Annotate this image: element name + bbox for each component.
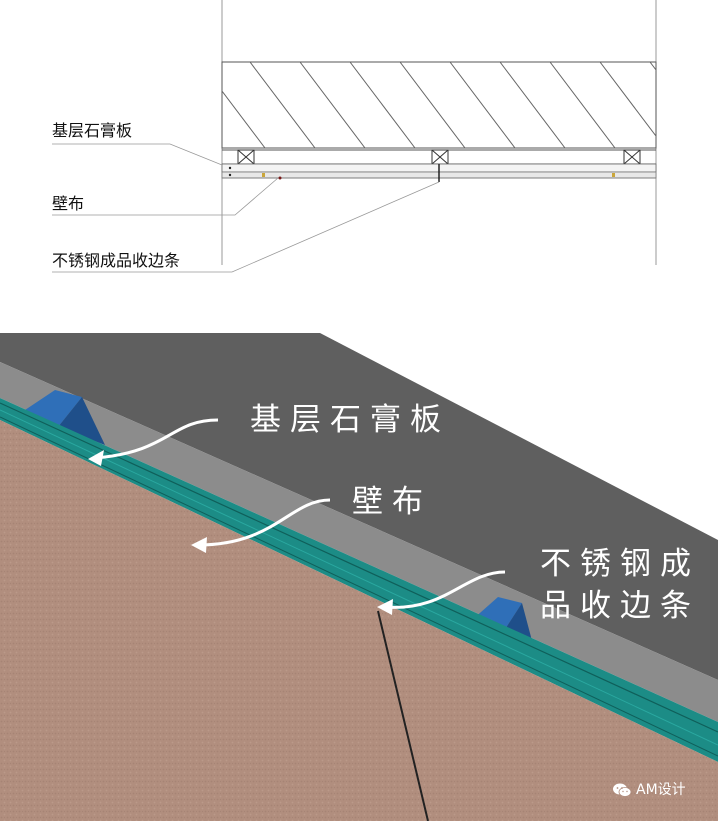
render-label-wallcloth: 壁布 — [352, 484, 432, 520]
keel-section-2 — [431, 149, 449, 165]
leader-trim — [52, 181, 440, 273]
watermark: AM设计 — [612, 782, 686, 798]
keel-section-1 — [237, 149, 255, 165]
section-label-gypsum: 基层石膏板 — [52, 121, 133, 140]
watermark-text: AM设计 — [636, 782, 686, 798]
leader-gypsum — [52, 143, 223, 166]
render-label-gypsum: 基层石膏板 — [250, 402, 450, 438]
render-label-trim-line2: 品收边条 — [540, 588, 700, 624]
wechat-icon — [613, 783, 632, 797]
section-drawing — [52, 0, 657, 273]
keel-section-3 — [623, 149, 641, 165]
arrow-wallcloth — [197, 498, 331, 547]
gypsum-board-band — [0, 362, 718, 722]
leader-wallcloth — [52, 177, 279, 216]
arrow-gypsum — [94, 418, 219, 460]
section-label-wallcloth: 壁布 — [52, 194, 85, 213]
wallcloth-seam — [377, 610, 429, 821]
render-illustration — [0, 333, 718, 821]
keel-3d-1 — [25, 390, 82, 427]
ceiling-slab — [0, 333, 718, 680]
section-label-trim: 不锈钢成品收边条 — [52, 251, 181, 270]
slab-hatching — [222, 62, 656, 148]
wallcloth-surface — [0, 420, 718, 821]
render-label-trim-line1: 不锈钢成 — [540, 546, 700, 582]
concrete-slab — [221, 61, 657, 149]
arrow-trim — [384, 570, 506, 609]
